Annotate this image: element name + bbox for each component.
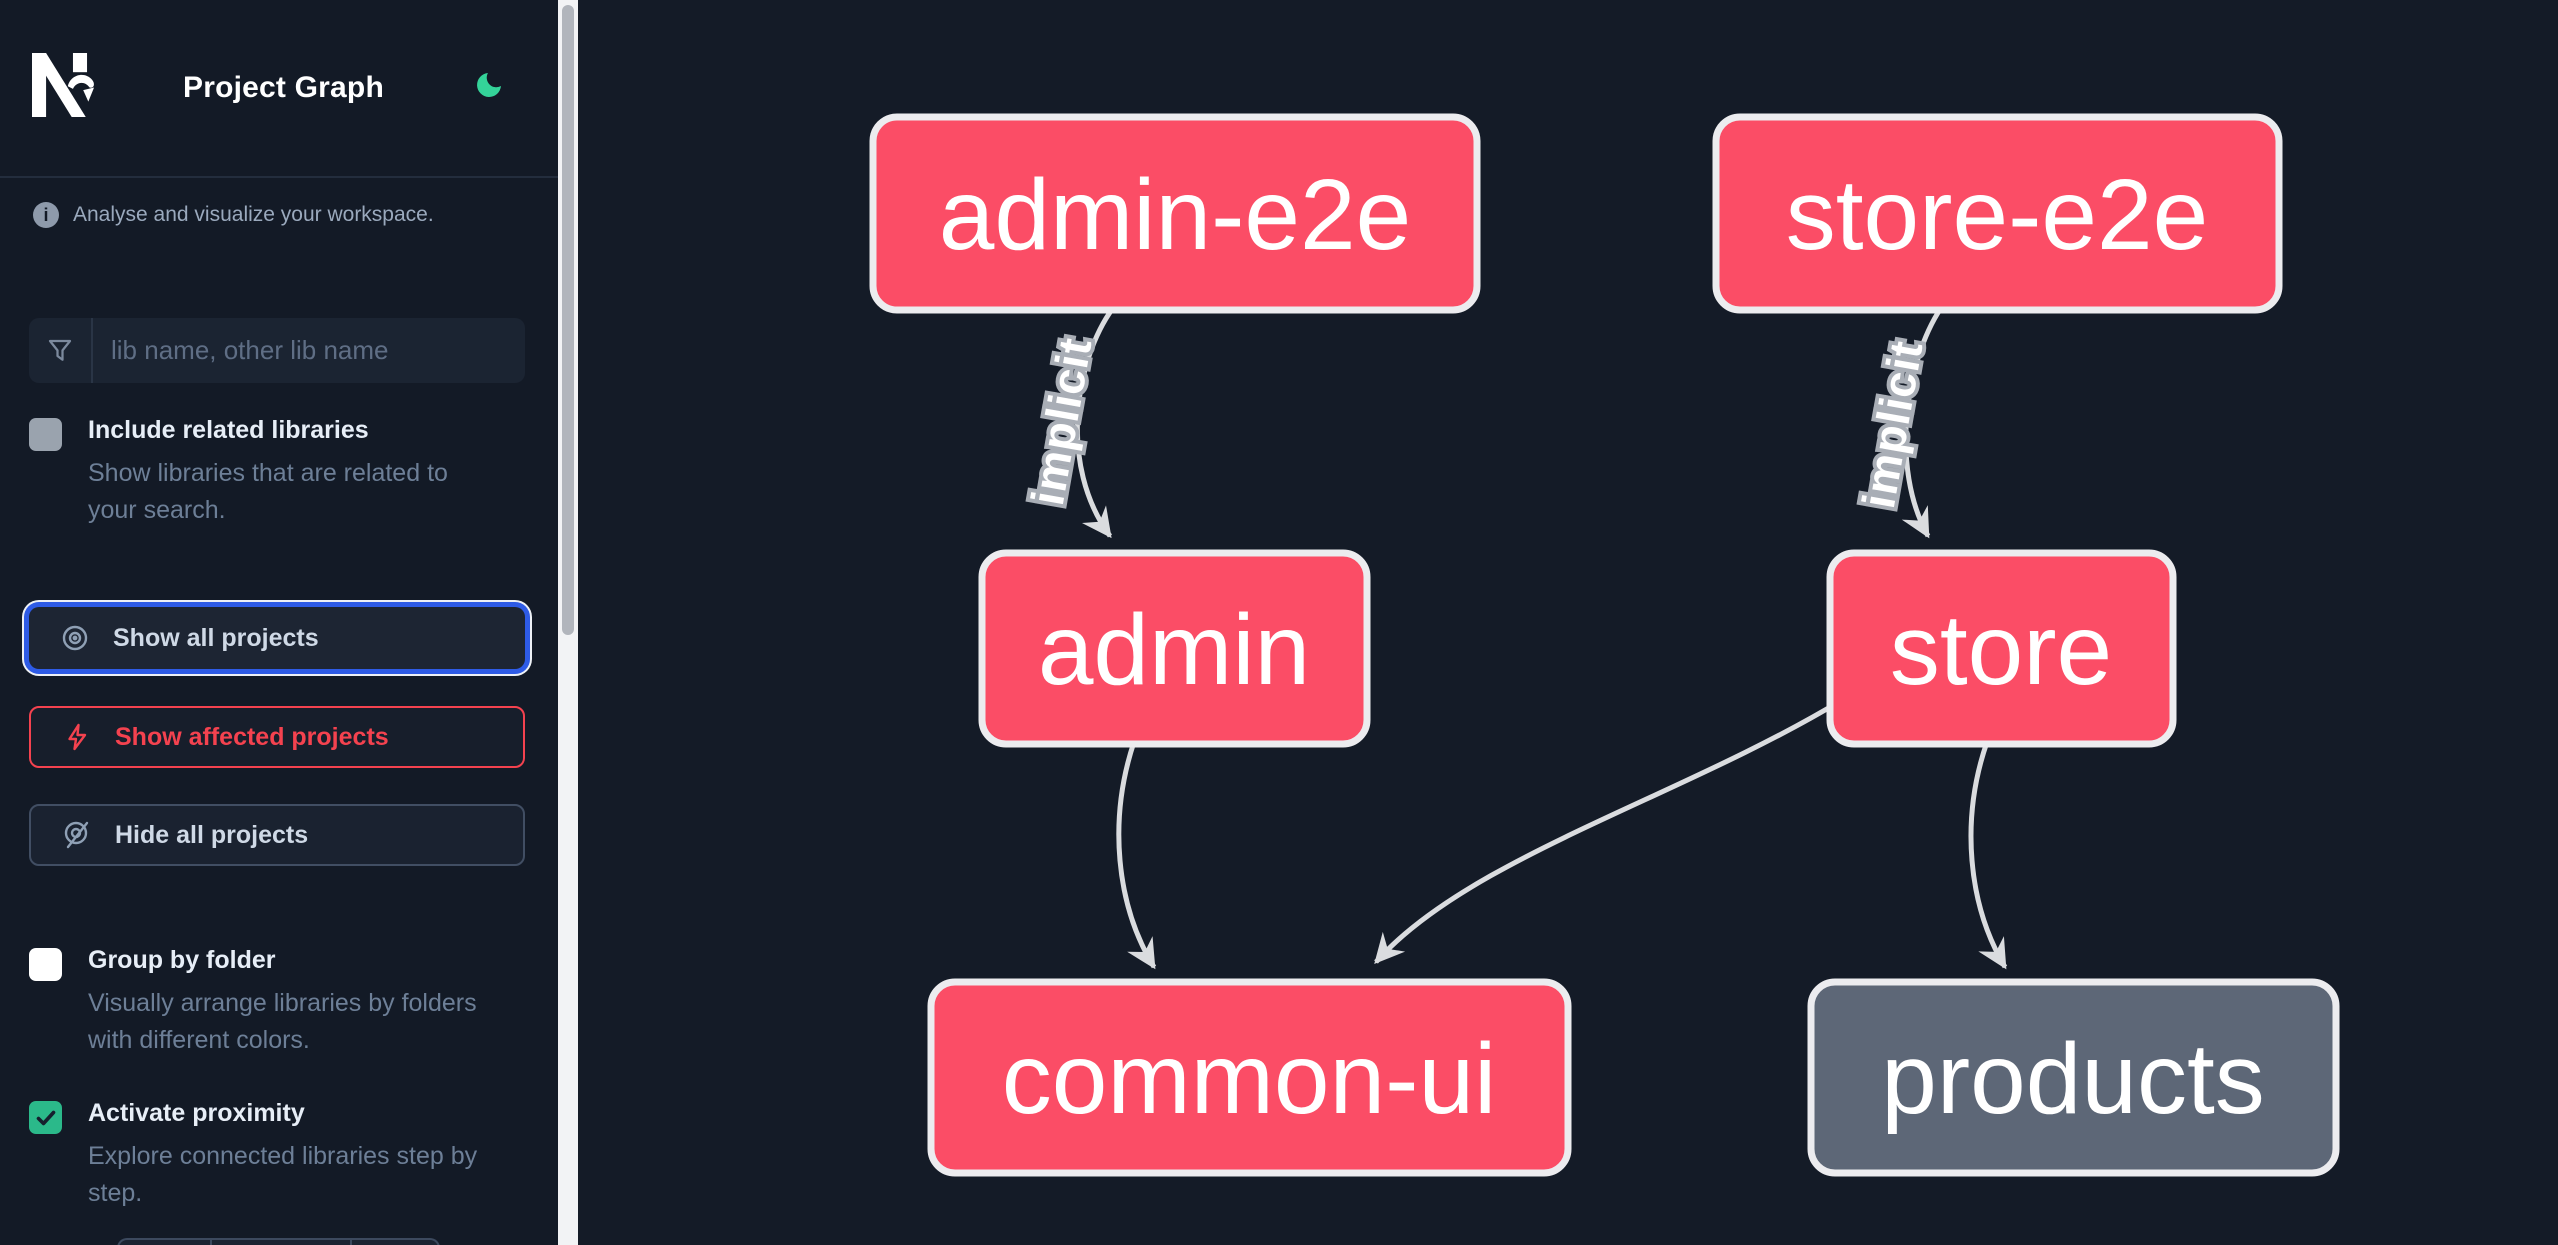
nx-logo-icon bbox=[32, 53, 95, 117]
moon-icon bbox=[477, 73, 501, 97]
edge-admin-e2e-to-admin[interactable] bbox=[1074, 306, 1116, 539]
eye-off-icon bbox=[61, 819, 93, 851]
edge-store-to-common-ui[interactable] bbox=[1374, 697, 1844, 965]
eye-icon bbox=[59, 622, 91, 654]
node-products[interactable]: products bbox=[1807, 978, 2340, 1177]
node-store-label: store bbox=[1890, 594, 2112, 706]
activate-proximity-description: Explore connected libraries step by step… bbox=[88, 1142, 478, 1207]
group-by-folder-option: Group by folder Visually arrange librari… bbox=[29, 946, 529, 1059]
show-affected-projects-label: Show affected projects bbox=[115, 722, 389, 751]
include-related-description: Show libraries that are related to your … bbox=[88, 459, 448, 524]
header-divider bbox=[0, 176, 558, 178]
checkmark-icon bbox=[36, 1110, 55, 1125]
node-admin-label: admin bbox=[1038, 594, 1310, 706]
node-store-e2e-label: store-e2e bbox=[1786, 159, 2208, 271]
filter-funnel-icon bbox=[29, 318, 93, 383]
page-title: Project Graph bbox=[183, 71, 384, 104]
node-admin[interactable]: admin bbox=[978, 549, 1371, 748]
show-all-projects-label: Show all projects bbox=[113, 623, 319, 652]
sidebar-scrollbar-thumb[interactable] bbox=[562, 5, 574, 635]
graph-canvas[interactable]: implicit implicit admin-e2e store-e2e ad… bbox=[578, 0, 2558, 1245]
include-related-option: Include related libraries Show libraries… bbox=[29, 416, 529, 529]
sidebar-scrollbar[interactable] bbox=[558, 0, 578, 1245]
activate-proximity-checkbox[interactable] bbox=[29, 1101, 62, 1134]
include-related-label[interactable]: Include related libraries bbox=[88, 416, 369, 444]
workspace-info: i Analyse and visualize your workspace. bbox=[33, 202, 434, 228]
group-by-folder-checkbox[interactable] bbox=[29, 948, 62, 981]
dependency-graph: implicit implicit admin-e2e store-e2e ad… bbox=[869, 113, 2340, 1177]
include-related-checkbox[interactable] bbox=[29, 418, 62, 451]
sidebar: Project Graph i Analyse and visualize yo… bbox=[0, 0, 558, 1245]
lightning-bolt-icon bbox=[61, 721, 93, 753]
node-products-label: products bbox=[1881, 1023, 2265, 1135]
node-admin-e2e[interactable]: admin-e2e bbox=[869, 113, 1481, 314]
cutoff-segmented-control[interactable] bbox=[117, 1238, 440, 1245]
theme-toggle-button[interactable] bbox=[473, 69, 505, 101]
node-store-e2e[interactable]: store-e2e bbox=[1712, 113, 2283, 314]
sidebar-header: Project Graph bbox=[0, 0, 558, 176]
show-affected-projects-button[interactable]: Show affected projects bbox=[29, 706, 525, 768]
edge-label-implicit-store: implicit bbox=[1852, 336, 1933, 511]
group-by-folder-label[interactable]: Group by folder bbox=[88, 946, 276, 974]
edge-store-to-products[interactable] bbox=[1968, 741, 2008, 970]
info-text: Analyse and visualize your workspace. bbox=[73, 203, 434, 226]
hide-all-projects-label: Hide all projects bbox=[115, 820, 309, 849]
edge-label-implicit-admin: implicit bbox=[1021, 333, 1102, 508]
hide-all-projects-button[interactable]: Hide all projects bbox=[29, 804, 525, 866]
activate-proximity-label[interactable]: Activate proximity bbox=[88, 1099, 305, 1127]
node-common-ui[interactable]: common-ui bbox=[927, 978, 1572, 1177]
node-common-ui-label: common-ui bbox=[1002, 1023, 1497, 1135]
filter-search bbox=[29, 318, 525, 383]
node-store[interactable]: store bbox=[1826, 549, 2177, 748]
group-by-folder-description: Visually arrange libraries by folders wi… bbox=[88, 989, 477, 1054]
node-admin-e2e-label: admin-e2e bbox=[939, 159, 1412, 271]
edge-store-e2e-to-store[interactable] bbox=[1901, 306, 1944, 539]
info-icon: i bbox=[33, 202, 59, 228]
edge-admin-to-common-ui[interactable] bbox=[1116, 741, 1157, 970]
search-input[interactable] bbox=[93, 318, 525, 383]
show-all-projects-button[interactable]: Show all projects bbox=[29, 607, 525, 669]
activate-proximity-option: Activate proximity Explore connected lib… bbox=[29, 1099, 529, 1212]
